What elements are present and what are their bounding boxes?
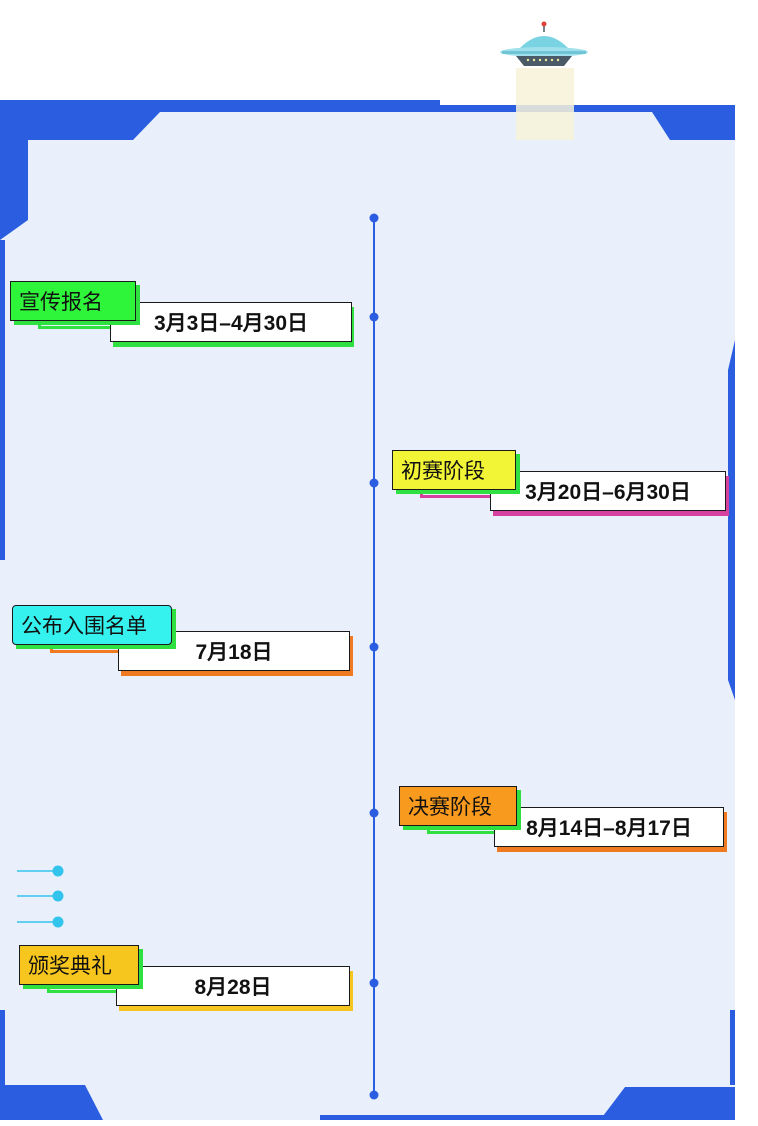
event-title: 公布入围名单 [12,605,172,645]
timeline-node [370,979,379,988]
timeline-node [370,479,379,488]
event-title: 决赛阶段 [399,786,517,826]
ufo-icon [498,20,590,140]
event-date: 3月20日–6月30日 [490,471,726,511]
timeline-event: 8月14日–8月17日 决赛阶段 [399,786,730,856]
timeline-node [370,1091,379,1100]
event-title: 初赛阶段 [392,450,516,490]
timeline-event: 3月3日–4月30日 宣传报名 [10,281,355,353]
timeline-node [370,809,379,818]
event-date: 8月14日–8月17日 [494,807,724,847]
event-title: 颁奖典礼 [19,945,139,985]
accent-lines [15,860,70,930]
timeline-node [370,313,379,322]
timeline-event: 8月28日 颁奖典礼 [19,945,357,1017]
timeline-event: 3月20日–6月30日 初赛阶段 [392,450,730,522]
timeline-node [370,214,379,223]
timeline-axis [364,210,384,1105]
timeline-event: 7月18日 公布入围名单 [12,605,357,681]
event-date: 8月28日 [116,966,350,1006]
timeline-node [370,643,379,652]
event-date: 3月3日–4月30日 [110,302,352,342]
event-title: 宣传报名 [10,281,136,321]
